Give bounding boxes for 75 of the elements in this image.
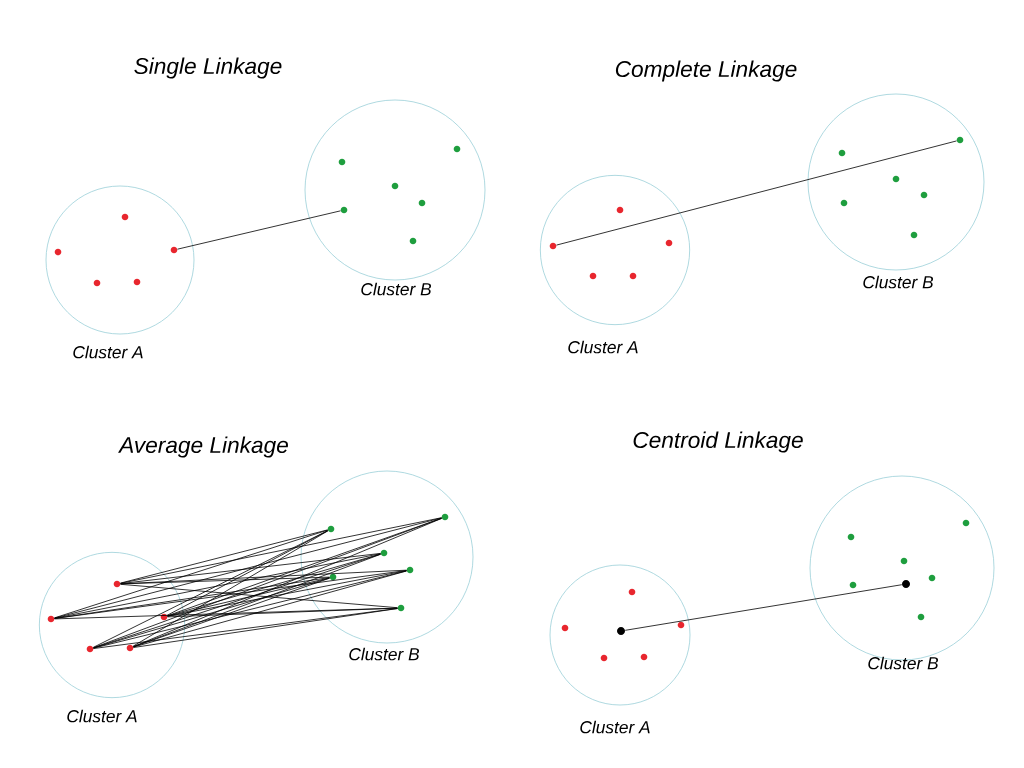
- data-point: [920, 191, 928, 199]
- data-point: [340, 206, 348, 214]
- linkage-line: [54, 553, 381, 619]
- linkage-line: [93, 577, 330, 649]
- panel-title: Single Linkage: [134, 57, 282, 79]
- data-point: [391, 182, 399, 190]
- data-point: [160, 613, 168, 621]
- data-point: [380, 549, 388, 557]
- data-point: [409, 237, 417, 245]
- data-point: [441, 513, 449, 521]
- data-point: [397, 604, 405, 612]
- data-point: [928, 574, 936, 582]
- data-point: [47, 615, 55, 623]
- data-point: [616, 206, 624, 214]
- linkage-line: [177, 210, 341, 250]
- data-point: [677, 621, 685, 629]
- linkage-line: [120, 517, 442, 584]
- data-point: [121, 213, 129, 221]
- data-point: [170, 246, 178, 254]
- linkage-line: [624, 584, 903, 631]
- data-point: [892, 175, 900, 183]
- data-point: [629, 272, 637, 280]
- data-point: [847, 533, 855, 541]
- panel-title: Complete Linkage: [615, 60, 797, 82]
- data-point: [93, 279, 101, 287]
- linkage-line: [133, 608, 398, 648]
- cluster-label: Cluster B: [868, 656, 939, 670]
- centroid-point: [902, 580, 910, 588]
- linkage-line: [132, 530, 329, 647]
- panel-title: Centroid Linkage: [633, 431, 803, 453]
- linkage-line: [120, 583, 398, 609]
- data-point: [86, 645, 94, 653]
- linkage-line: [54, 529, 328, 619]
- data-point: [628, 588, 636, 596]
- cluster-label: Cluster B: [863, 275, 934, 289]
- cluster-label: Cluster A: [568, 340, 638, 354]
- data-point: [133, 278, 141, 286]
- data-point: [54, 248, 62, 256]
- data-point: [840, 199, 848, 207]
- data-point: [561, 624, 569, 632]
- linkage-line: [54, 577, 330, 619]
- data-point: [640, 653, 648, 661]
- cluster-label: Cluster B: [349, 647, 420, 661]
- data-point: [338, 158, 346, 166]
- cluster-label: Cluster B: [361, 282, 432, 296]
- data-point: [406, 566, 414, 574]
- linkage-line: [120, 576, 330, 585]
- data-point: [900, 557, 908, 565]
- data-point: [453, 145, 461, 153]
- cluster-label: Cluster A: [580, 720, 650, 734]
- linkage-line: [54, 517, 442, 619]
- data-point: [327, 525, 335, 533]
- linkage-line: [133, 577, 330, 648]
- data-point: [917, 613, 925, 621]
- cluster-label: Cluster A: [73, 345, 143, 359]
- data-point: [600, 654, 608, 662]
- data-point: [665, 239, 673, 247]
- panel-title: Average Linkage: [118, 436, 288, 458]
- data-point: [329, 573, 337, 581]
- linkage-line: [120, 529, 328, 584]
- data-point: [589, 272, 597, 280]
- data-point: [849, 581, 857, 589]
- linkage-line: [556, 140, 957, 246]
- linkage-line: [167, 577, 330, 617]
- data-point: [962, 519, 970, 527]
- data-point: [838, 149, 846, 157]
- cluster-label: Cluster A: [67, 709, 137, 723]
- data-point: [126, 644, 134, 652]
- data-point: [113, 580, 121, 588]
- data-point: [910, 231, 918, 239]
- centroid-point: [617, 627, 625, 635]
- data-point: [418, 199, 426, 207]
- linkage-line: [54, 607, 398, 620]
- data-point: [956, 136, 964, 144]
- data-point: [549, 242, 557, 250]
